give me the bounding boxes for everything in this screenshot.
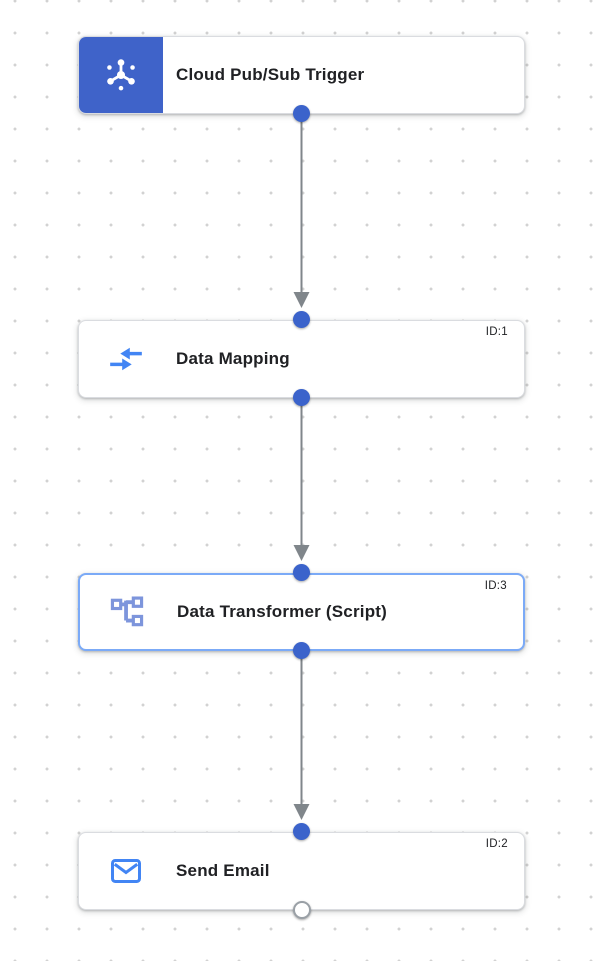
edge-data-transformer-to-send-email[interactable] (293, 651, 310, 820)
trigger-icon-block (79, 37, 163, 113)
send-email-icon (107, 852, 145, 890)
port-out-data-mapping[interactable] (293, 389, 310, 406)
port-in-data-transformer[interactable] (293, 564, 310, 581)
node-title: Data Transformer (Script) (177, 602, 387, 621)
node-id-label: ID:3 (484, 580, 507, 592)
port-out-cloud-pubsub-trigger[interactable] (293, 105, 310, 122)
port-out-send-email[interactable] (293, 901, 311, 919)
port-in-send-email[interactable] (293, 823, 310, 840)
arrowhead-icon (293, 804, 310, 820)
node-title: Send Email (176, 861, 270, 880)
node-id-label: ID:2 (485, 838, 508, 850)
node-data-transformer[interactable]: ID:3 Data Transformer (Script) (78, 573, 525, 651)
node-data-mapping[interactable]: ID:1 Data Mapping (78, 320, 525, 398)
edge-data-mapping-to-data-transformer[interactable] (293, 398, 310, 561)
arrowhead-icon (293, 292, 310, 308)
arrowhead-icon (293, 545, 310, 561)
node-cloud-pubsub-trigger[interactable]: Cloud Pub/Sub Trigger (78, 36, 525, 114)
node-send-email[interactable]: ID:2 Send Email (78, 832, 525, 910)
node-title: Cloud Pub/Sub Trigger (176, 65, 365, 84)
port-in-data-mapping[interactable] (293, 311, 310, 328)
data-transformer-icon (108, 593, 146, 631)
pubsub-icon (107, 59, 135, 91)
port-out-data-transformer[interactable] (293, 642, 310, 659)
node-title: Data Mapping (176, 349, 290, 368)
data-mapping-icon (107, 340, 145, 378)
edge-trigger-to-data-mapping[interactable] (293, 114, 310, 308)
node-id-label: ID:1 (485, 326, 508, 338)
